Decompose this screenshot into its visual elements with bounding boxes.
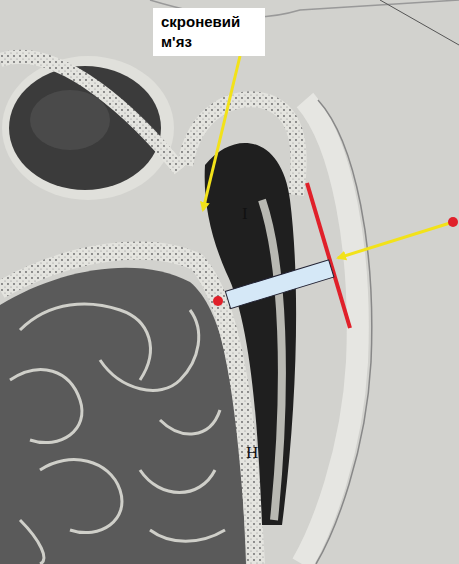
direction-arrow [338, 223, 450, 258]
temporal-muscle [205, 143, 296, 525]
needle [225, 260, 334, 309]
hair-line [380, 0, 459, 45]
leader-arrow [203, 56, 240, 210]
label-box: скроневий м'яз [153, 8, 265, 56]
skull-bone [0, 57, 180, 170]
skull-bone [0, 251, 256, 564]
brain [0, 268, 246, 564]
fascia [262, 200, 282, 520]
red-dot [448, 217, 458, 227]
label-text: скроневий м'яз [161, 12, 257, 52]
brain-gyri [10, 304, 225, 564]
orbit-shade [30, 90, 110, 150]
region-letter: I [242, 204, 248, 224]
scalp [302, 100, 358, 564]
red-dot [213, 296, 223, 306]
skin-surface [316, 100, 372, 564]
region-letter: H [246, 443, 258, 463]
